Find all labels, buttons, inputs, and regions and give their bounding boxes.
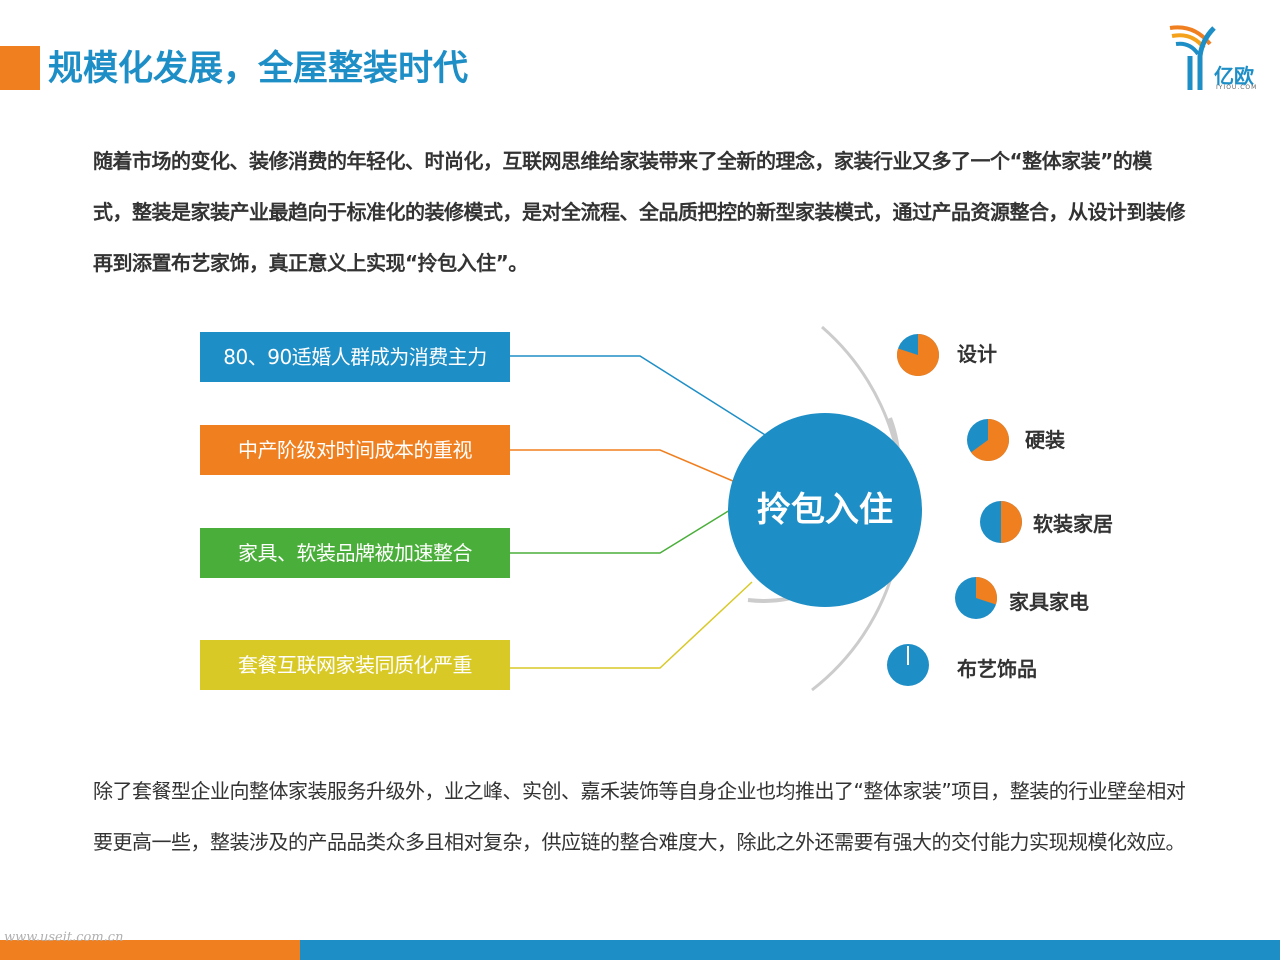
footer-bar-orange [0,940,300,960]
logo-text: 亿欧 [1214,64,1254,88]
hub-label: 拎包入住 [757,490,893,530]
service-label-4: 家具家电 [1009,590,1089,614]
service-label-1: 设计 [957,342,997,366]
service-label-5: 布艺饰品 [957,657,1037,681]
factor-box-1: 80、90适婚人群成为消费主力 [200,332,510,382]
service-pie-2 [967,419,1010,461]
connector-line-3 [510,509,731,554]
hub-circle [728,413,922,607]
page-title: 规模化发展，全屋整装时代 [48,49,469,89]
service-label-3: 软装家居 [1033,512,1113,536]
intro-paragraph: 随着市场的变化、装修消费的年轻化、时尚化，互联网思维给家装带来了全新的理念，家装… [93,149,1186,275]
title-accent-bar [0,46,40,90]
brand-logo: 亿欧 IYIOU.COM [1166,20,1266,100]
service-pie-4 [955,577,997,619]
factor-box-2: 中产阶级对时间成本的重视 [200,425,510,475]
connector-line-1 [510,355,771,439]
service-pie-3 [980,501,1022,543]
connector-diagram [510,325,1022,692]
service-label-2: 硬装 [1025,428,1065,452]
factor-box-4: 套餐互联网家装同质化严重 [200,640,510,690]
watermark-text: www.useit.com.cn [4,930,124,945]
factor-box-3: 家具、软装品牌被加速整合 [200,528,510,578]
outro-paragraph: 除了套餐型企业向整体家装服务升级外，业之峰、实创、嘉禾装饰等自身企业也均推出了“… [93,779,1186,854]
footer-bar-blue [300,940,1280,960]
service-pie-5 [887,644,929,686]
connector-line-2 [510,449,741,485]
logo-subtext: IYIOU.COM [1216,84,1258,91]
connector-line-4 [510,581,753,669]
service-pie-1 [896,334,940,376]
logo-mark-icon [1169,25,1216,90]
